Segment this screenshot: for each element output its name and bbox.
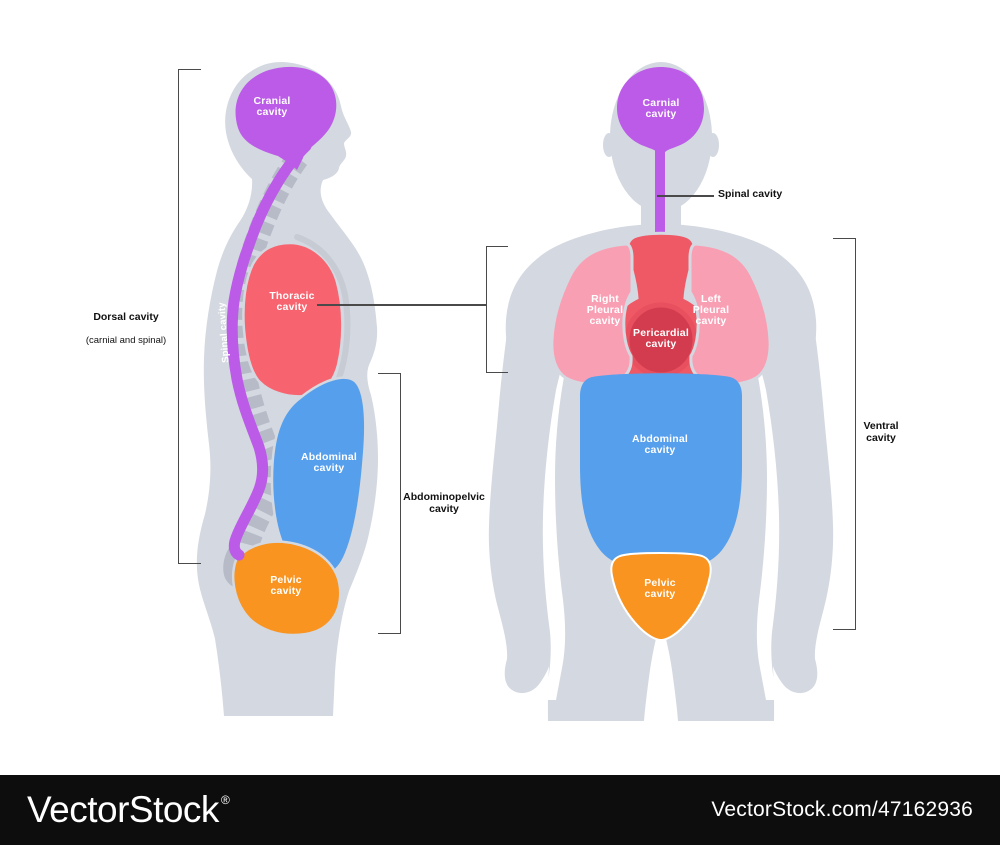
leg-gap (644, 620, 678, 721)
abdominal-cavity-side-label: Abdominal cavity (300, 451, 358, 474)
right-pleural-cavity-label: Right Pleural cavity (586, 293, 624, 327)
pelvic-cavity-front-shape (610, 552, 712, 642)
spinal-cavity-front-label: Spinal cavity (718, 188, 783, 200)
body-cavities-art (196, 62, 834, 721)
armpit-gap-left (542, 348, 570, 700)
spinal-connector-line (657, 195, 714, 197)
ventral-cavity-label: Ventral cavity (863, 420, 899, 444)
pelvic-cavity-side-label: Pelvic cavity (270, 574, 302, 597)
pelvic-cavity-side-shape (232, 540, 342, 637)
cranial-cavity-label: Cranial cavity (253, 95, 291, 118)
armpit-gap-right (752, 348, 780, 700)
spine-vertebrae (229, 150, 308, 552)
pericardial-cavity-label: Pericardial cavity (633, 327, 689, 350)
dorsal-cavity-title: Dorsal cavity (93, 310, 159, 323)
abdominopelvic-bracket (378, 373, 401, 634)
carnial-cavity-shape (617, 67, 704, 158)
watermark-bar: VectorStock® VectorStock.com/47162936 (0, 775, 1000, 845)
spinal-cavity-cord (226, 140, 312, 561)
spinal-cavity-stem (655, 146, 665, 242)
ventral-cavity-bracket (833, 238, 856, 630)
thoracic-cavity-label: Thoracic cavity (269, 290, 315, 313)
front-ear-right (707, 133, 719, 157)
cranial-cavity-shape (235, 66, 337, 170)
abdominal-cavity-front-label: Abdominal cavity (631, 433, 689, 456)
abdominal-cavity-front-shape (580, 373, 742, 569)
ribcage-outline (294, 234, 351, 384)
carnial-cavity-label: Carnial cavity (642, 97, 680, 120)
vectorstock-credit: VectorStock.com/47162936 (711, 798, 973, 821)
pelvic-cavity-front-label: Pelvic cavity (644, 577, 676, 600)
dorsal-cavity-bracket (178, 69, 201, 564)
registered-mark: ® (220, 793, 230, 807)
vectorstock-logo-text: VectorStock (27, 789, 219, 830)
thoracic-connector-line (317, 304, 486, 306)
dorsal-cavity-subtitle: (carnial and spinal) (85, 334, 167, 346)
vectorstock-logo: VectorStock® (27, 789, 230, 831)
left-pleural-cavity-label: Left Pleural cavity (692, 293, 730, 327)
thoracic-cavity-shape (242, 241, 344, 398)
dorsal-cavity-label: Dorsal cavity (carnial and spinal) (76, 300, 176, 358)
thoracic-bracket (486, 246, 508, 373)
abdominopelvic-cavity-label: Abdominopelvic cavity (403, 491, 485, 515)
front-ear-left (603, 133, 615, 157)
